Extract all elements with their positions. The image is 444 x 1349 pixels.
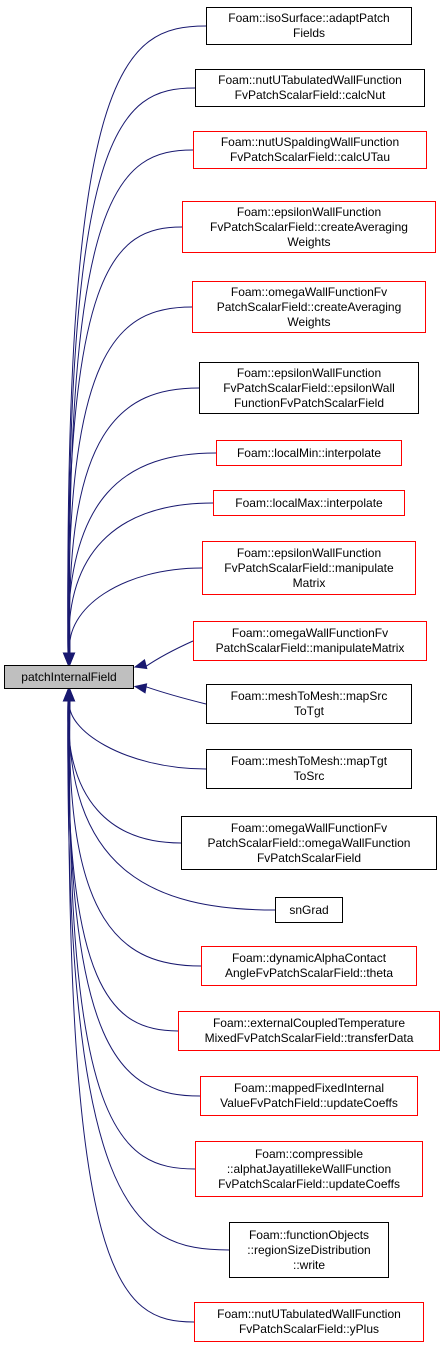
node-n17-line-1: Foam::mappedFixedInternal (233, 1081, 385, 1095)
node-n8-line-1: Foam::localMax::interpolate (235, 495, 383, 510)
node-n5[interactable]: Foam::omegaWallFunctionFv PatchScalarFie… (192, 281, 426, 333)
node-n2[interactable]: Foam::nutUTabulatedWallFunction FvPatchS… (195, 69, 425, 107)
node-n4-line-3: Weights (287, 234, 331, 249)
edge-n10 (144, 640, 194, 668)
edge-n1 (67, 25, 207, 654)
node-n2-line-2: FvPatchScalarField::calcNut (234, 88, 386, 102)
node-n9[interactable]: Foam::epsilonWallFunction FvPatchScalarF… (202, 541, 416, 595)
node-n17[interactable]: Foam::mappedFixedInternal ValueFvPatchFi… (200, 1076, 418, 1116)
node-n9-line-1: Foam::epsilonWallFunction (236, 545, 382, 560)
edge-n11-arrowhead (133, 683, 148, 694)
node-n6-line-2: FvPatchScalarField::epsilonWall (223, 380, 395, 395)
node-n16-line-1: Foam::externalCoupledTemperature (212, 1016, 406, 1030)
edge-n9 (69, 567, 203, 654)
edge-n20 (68, 700, 195, 1323)
node-n11-line-2: ToTgt (293, 704, 324, 718)
node-n18-line-2: ::alphatJayatillekeWallFunction (226, 1161, 392, 1176)
edge-n12 (69, 700, 207, 770)
node-n5-line-1: Foam::omegaWallFunctionFv (230, 284, 388, 299)
node-n4-line-1: Foam::epsilonWallFunction (236, 204, 382, 219)
node-n9-line-3: Matrix (292, 575, 326, 590)
edge-n16 (67, 700, 179, 1032)
edge-n19 (67, 700, 230, 1251)
node-n4[interactable]: Foam::epsilonWallFunction FvPatchScalarF… (182, 201, 436, 253)
edge-n6 (69, 387, 200, 654)
node-n11[interactable]: Foam::meshToMesh::mapSrc ToTgt (206, 684, 412, 724)
node-n3[interactable]: Foam::nutUSpaldingWallFunction FvPatchSc… (193, 131, 427, 169)
node-n18[interactable]: Foam::compressible ::alphatJayatillekeWa… (195, 1141, 423, 1197)
edge-n18 (69, 700, 196, 1170)
node-n1-line-2: Fields (292, 26, 325, 40)
node-n14-line-1: snGrad (289, 902, 329, 917)
edge-n11 (144, 685, 207, 705)
node-n6-line-1: Foam::epsilonWallFunction (236, 365, 382, 380)
edge-n8 (68, 502, 214, 654)
node-n15-line-2: AngleFvPatchScalarField::theta (224, 966, 394, 980)
node-n18-line-1: Foam::compressible (254, 1146, 364, 1161)
node-n13-line-3: FvPatchScalarField (256, 850, 362, 865)
node-n16-line-2: MixedFvPatchScalarField::transferData (204, 1031, 414, 1045)
edge-n10-arrowhead (133, 659, 148, 670)
node-n10-line-1: Foam::omegaWallFunctionFv (231, 626, 389, 640)
node-n2-line-1: Foam::nutUTabulatedWallFunction (218, 73, 402, 87)
node-n7[interactable]: Foam::localMin::interpolate (216, 440, 402, 466)
node-n1[interactable]: Foam::isoSurface::adaptPatch Fields (206, 7, 412, 45)
node-n6[interactable]: Foam::epsilonWallFunction FvPatchScalarF… (199, 362, 419, 414)
node-n14[interactable]: snGrad (275, 897, 343, 923)
edge-n3 (69, 149, 194, 654)
node-n10[interactable]: Foam::omegaWallFunctionFv PatchScalarFie… (193, 621, 427, 661)
node-n15[interactable]: Foam::dynamicAlphaContact AngleFvPatchSc… (201, 946, 417, 986)
node-root[interactable]: patchInternalField (4, 665, 134, 689)
node-n4-line-2: FvPatchScalarField::createAveraging (210, 219, 408, 234)
node-n6-line-3: FunctionFvPatchScalarField (233, 395, 385, 410)
node-n1-line-1: Foam::isoSurface::adaptPatch (228, 11, 390, 25)
edge-n5 (68, 306, 193, 654)
edge-n15 (69, 700, 202, 967)
node-n8[interactable]: Foam::localMax::interpolate (213, 490, 405, 516)
node-n13-line-2: PatchScalarField::omegaWallFunction (207, 835, 411, 850)
node-n3-line-2: FvPatchScalarField::calcUTau (229, 150, 391, 164)
node-n19-line-1: Foam::functionObjects (248, 1227, 370, 1242)
edge-n2 (68, 87, 196, 654)
node-n16[interactable]: Foam::externalCoupledTemperature MixedFv… (178, 1011, 440, 1051)
edge-n13 (67, 700, 182, 844)
node-n10-line-2: PatchScalarField::manipulateMatrix (215, 641, 405, 655)
node-n13-line-1: Foam::omegaWallFunctionFv (230, 820, 388, 835)
node-n13[interactable]: Foam::omegaWallFunctionFv PatchScalarFie… (181, 816, 437, 870)
edge-n9-arrowhead (64, 652, 76, 666)
edge-n4 (67, 226, 183, 654)
node-n12[interactable]: Foam::meshToMesh::mapTgt ToSrc (206, 749, 412, 789)
node-n20[interactable]: Foam::nutUTabulatedWallFunction FvPatchS… (194, 1302, 424, 1342)
edge-n20-arrowhead (63, 688, 75, 702)
node-n17-line-2: ValueFvPatchField::updateCoeffs (220, 1096, 398, 1110)
node-n7-line-1: Foam::localMin::interpolate (236, 445, 382, 460)
node-n12-line-2: ToSrc (293, 769, 325, 783)
node-n19[interactable]: Foam::functionObjects ::regionSizeDistri… (229, 1222, 389, 1278)
node-n11-line-1: Foam::meshToMesh::mapSrc (230, 689, 388, 703)
edge-n14 (68, 700, 276, 911)
node-n5-line-2: PatchScalarField::createAveraging (216, 299, 402, 314)
node-n20-line-1: Foam::nutUTabulatedWallFunction (217, 1307, 401, 1321)
node-n12-line-1: Foam::meshToMesh::mapTgt (230, 754, 388, 768)
node-n9-line-2: FvPatchScalarField::manipulate (224, 560, 394, 575)
node-n5-line-3: Weights (287, 314, 331, 329)
node-n18-line-3: FvPatchScalarField::updateCoeffs (218, 1176, 400, 1191)
node-n15-line-1: Foam::dynamicAlphaContact (231, 951, 387, 965)
node-n20-line-2: FvPatchScalarField::yPlus (238, 1322, 380, 1336)
node-n19-line-3: ::write (292, 1257, 325, 1272)
node-root-label: patchInternalField (21, 669, 117, 684)
node-n3-line-1: Foam::nutUSpaldingWallFunction (220, 135, 400, 149)
node-n19-line-2: ::regionSizeDistribution (247, 1242, 371, 1257)
